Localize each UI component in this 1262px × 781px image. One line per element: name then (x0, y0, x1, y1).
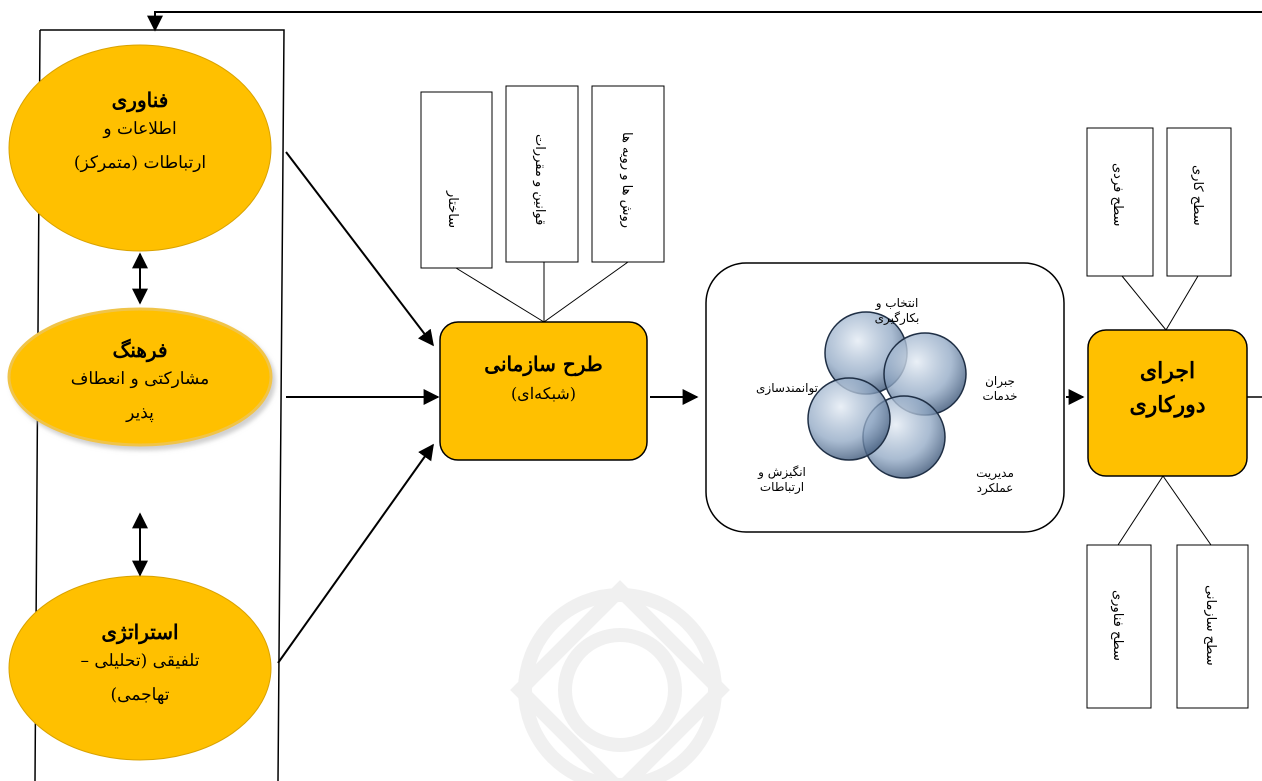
watermark-logo (510, 580, 730, 781)
hr-motivation: انگیزش و ارتباطات (758, 465, 806, 494)
rules-box (505, 85, 579, 263)
individual-level-label: سطح فردی (1110, 163, 1125, 227)
job-level-box (1166, 127, 1232, 277)
organizational-level-label: سطح سازمانی (1203, 584, 1218, 666)
procedures-label: روش ها و رویه ها (619, 131, 634, 228)
hr-functions-box (705, 262, 1065, 533)
technology-oval (8, 44, 272, 252)
telework-label: اجرای دورکاری (1088, 358, 1247, 418)
job-level-label: سطح کاری (1190, 164, 1205, 226)
individual-level-box (1086, 127, 1154, 277)
hr-performance: مدیریت عملکرد (976, 466, 1014, 495)
hr-selection: انتخاب و بکارگیری (874, 296, 920, 325)
telework-title-2: دورکاری (1129, 392, 1206, 418)
org-design-subtitle: (شبکه‌ای) (510, 384, 577, 403)
technology-level-box (1086, 544, 1152, 709)
procedures-box (591, 85, 665, 263)
strategy-to-design-arrow (277, 443, 434, 664)
strategy-label: استراتژی تلفیقی (تحلیلی – تهاجمی) (40, 620, 240, 712)
input-connectors (455, 261, 629, 323)
culture-title: فرهنگ (112, 338, 168, 362)
culture-line2: پذیر (126, 403, 154, 423)
hr-compensation: جبران خدمات (982, 374, 1018, 403)
technology-title: فناوری (111, 88, 169, 112)
hr-venn (807, 311, 967, 479)
telework-box (1087, 329, 1248, 477)
culture-label: فرهنگ مشارکتی و انعطاف پذیر (40, 338, 240, 430)
rules-label: قوانین و مقررات (532, 134, 547, 226)
technology-label: فناوری اطلاعات و ارتباطات (متمرکز) (40, 88, 240, 180)
technology-line1: اطلاعات و (103, 119, 177, 139)
culture-oval (7, 307, 273, 447)
tech-to-design-arrow (285, 151, 434, 347)
org-design-box (439, 321, 648, 461)
strategy-line1: تلفیقی (تحلیلی – (80, 651, 200, 671)
feedback-arrow (147, 11, 1262, 32)
culture-line1: مشارکتی و انعطاف (70, 369, 210, 389)
strategy-title: استراتژی (101, 620, 179, 644)
technology-line2: ارتباطات (متمرکز) (73, 153, 207, 173)
hr-empowerment: توانمندسازی (756, 381, 818, 395)
org-design-label: طرح سازمانی (شبکه‌ای) (440, 352, 647, 403)
technology-level-label: سطح فناوری (1110, 589, 1125, 661)
strategy-line2: تهاجمی) (110, 685, 170, 705)
organizational-level-box (1176, 544, 1249, 709)
telework-title-1: اجرای (1139, 358, 1196, 384)
level-connectors (1117, 275, 1212, 546)
structure-label: ساختار (445, 191, 460, 229)
org-design-title: طرح سازمانی (484, 352, 603, 376)
